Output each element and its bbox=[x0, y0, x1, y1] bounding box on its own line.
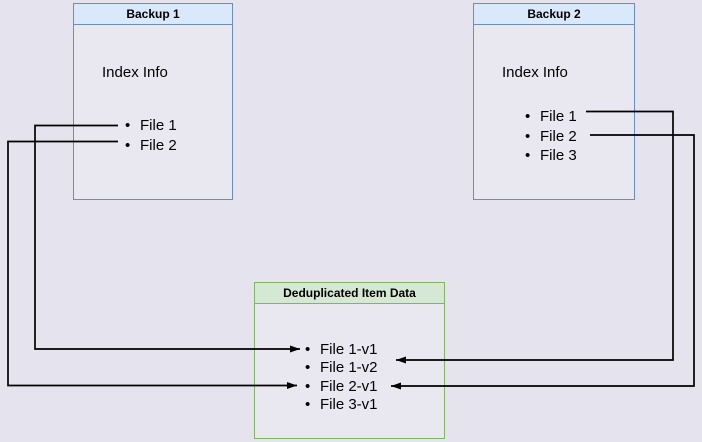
list-item-file: • File 2 bbox=[125, 136, 177, 156]
dedup-title: Deduplicated Item Data bbox=[255, 283, 444, 304]
file-label: File 1-v1 bbox=[320, 340, 378, 358]
backup2-title: Backup 2 bbox=[474, 4, 634, 25]
file-label: File 1 bbox=[140, 117, 177, 135]
file-label: File 1-v2 bbox=[320, 359, 378, 377]
file-label: File 2-v1 bbox=[320, 377, 378, 395]
bullet-icon: • bbox=[125, 117, 131, 135]
file-label: File 2 bbox=[140, 136, 177, 154]
bullet-icon: • bbox=[525, 147, 531, 165]
list-item-file: • File 2 bbox=[525, 127, 577, 147]
backup1-file-list: • File 1 • File 2 bbox=[125, 116, 177, 155]
file-label: File 1 bbox=[540, 108, 577, 126]
bullet-icon: • bbox=[125, 136, 131, 154]
dedup-file-list: • File 1-v1 • File 1-v2 • File 2-v1 • Fi… bbox=[305, 340, 378, 414]
dedup-box: Deduplicated Item Data • File 1-v1 • Fil… bbox=[254, 282, 445, 439]
list-item-file: • File 3-v1 bbox=[305, 396, 378, 415]
file-label: File 2 bbox=[540, 127, 577, 145]
bullet-icon: • bbox=[305, 340, 311, 358]
bullet-icon: • bbox=[525, 127, 531, 145]
backup2-index-info-label: Index Info bbox=[502, 64, 568, 81]
backup1-title: Backup 1 bbox=[74, 4, 232, 25]
backup1-box: Backup 1 Index Info • File 1 • File 2 bbox=[73, 3, 233, 200]
list-item-file: • File 1-v1 bbox=[305, 340, 378, 359]
bullet-icon: • bbox=[305, 396, 311, 414]
file-label: File 3-v1 bbox=[320, 396, 378, 414]
bullet-icon: • bbox=[305, 377, 311, 395]
file-label: File 3 bbox=[540, 147, 577, 165]
bullet-icon: • bbox=[525, 108, 531, 126]
list-item-file: • File 1-v2 bbox=[305, 359, 378, 378]
list-item-file: • File 1 bbox=[525, 107, 577, 127]
backup2-file-list: • File 1 • File 2 • File 3 bbox=[525, 107, 577, 166]
backup2-box: Backup 2 Index Info • File 1 • File 2 • … bbox=[473, 3, 635, 200]
backup1-index-info-label: Index Info bbox=[102, 64, 168, 81]
list-item-file: • File 3 bbox=[525, 146, 577, 166]
list-item-file: • File 2-v1 bbox=[305, 377, 378, 396]
bullet-icon: • bbox=[305, 359, 311, 377]
list-item-file: • File 1 bbox=[125, 116, 177, 136]
